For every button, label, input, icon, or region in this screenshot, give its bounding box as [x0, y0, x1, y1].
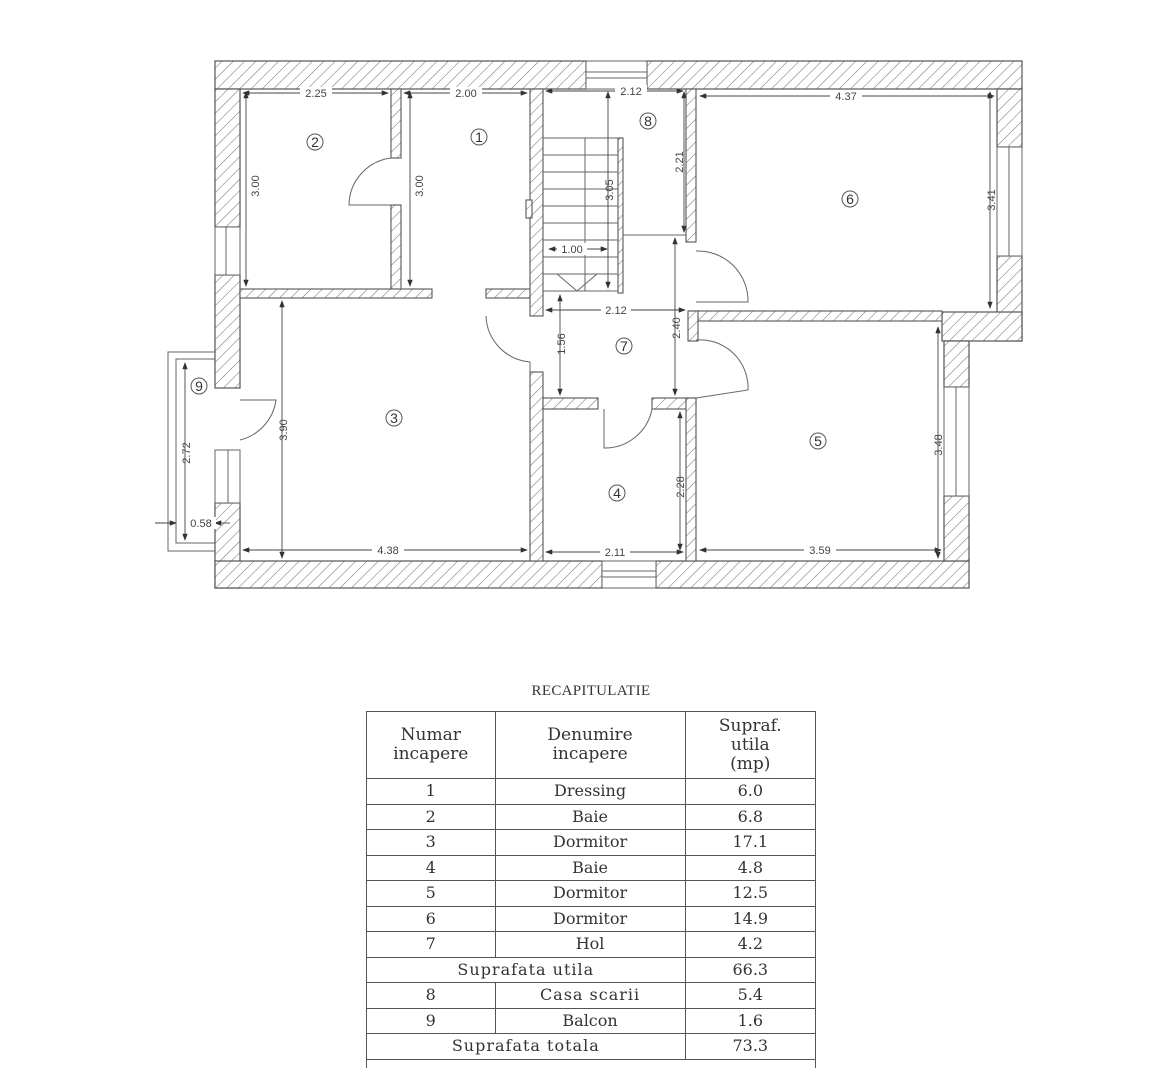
- table-row: 8 Casa scarii 5.4: [366, 982, 817, 1009]
- dim-room8-width: 2.12: [620, 86, 641, 98]
- table-row: 7 Hol 4.2: [366, 931, 817, 958]
- room-number-2: 2: [311, 134, 319, 150]
- room-number-8: 8: [644, 113, 652, 129]
- room-number-3: 3: [390, 410, 398, 426]
- header-area: Supraf. utila (mp): [684, 711, 817, 779]
- dim-room5-width: 3.59: [809, 545, 830, 557]
- dim-room2-width: 2.25: [305, 88, 326, 100]
- dim-hall-height-right: 2.40: [671, 317, 683, 338]
- table-row: 5 Dormitor 12.5: [366, 880, 817, 907]
- table-row: 4 Baie 4.8: [366, 854, 817, 881]
- dim-room1-width: 2.00: [455, 88, 476, 100]
- table-row: 1 Dressing 6.0: [366, 778, 817, 805]
- dimension-lines: [155, 88, 995, 559]
- dimension-labels: 2.25 2.00 2.12 4.37 3.00 3.00 3.05 2.21 …: [181, 85, 998, 559]
- table-row: 9 Balcon 1.6: [366, 1007, 817, 1034]
- dim-hall-height-left: 1.56: [556, 333, 568, 354]
- dim-room4-height: 2.28: [675, 476, 687, 497]
- room-number-6: 6: [846, 191, 854, 207]
- header-room-number: Numar incapere: [366, 711, 496, 779]
- table-row: 2 Baie 6.8: [366, 803, 817, 830]
- room-number-7: 7: [620, 338, 628, 354]
- dim-room6-height: 3.41: [986, 189, 998, 210]
- header-room-name: Denumire incapere: [494, 711, 686, 779]
- room-number-9: 9: [195, 378, 203, 394]
- staircase: [543, 137, 686, 292]
- table-title: RECAPITULATIE: [531, 683, 651, 699]
- dim-balcony-depth: 0.58: [190, 518, 211, 530]
- doors: [239, 157, 749, 449]
- total-label: Suprafata totala: [366, 1033, 686, 1060]
- windows: [214, 60, 1023, 589]
- room-number-4: 4: [613, 485, 621, 501]
- total-value: 73.3: [684, 1033, 817, 1060]
- table-row: 6 Dormitor 14.9: [366, 905, 817, 932]
- dim-room4-width: 2.11: [605, 547, 626, 559]
- dim-room5-height: 3.48: [933, 434, 945, 455]
- table-row: 3 Dormitor 17.1: [366, 829, 817, 856]
- dim-stair-length: 3.05: [604, 179, 616, 200]
- dim-room3-width: 4.38: [377, 545, 398, 557]
- dim-room8-height: 2.21: [674, 151, 686, 172]
- total-row: Suprafata totala 73.3: [366, 1033, 817, 1060]
- balcony: [167, 351, 215, 552]
- table-header-row: Numar incapere Denumire incapere Supraf.…: [366, 711, 817, 779]
- interior-walls: [239, 88, 943, 562]
- table-tail: [366, 1058, 816, 1068]
- dim-room2-height: 3.00: [250, 175, 262, 196]
- dim-hall-width: 2.12: [605, 305, 626, 317]
- dim-room1-height: 3.00: [414, 175, 426, 196]
- outer-walls: [214, 60, 1023, 589]
- room-number-5: 5: [814, 433, 822, 449]
- subtotal-label: Suprafata utila: [366, 956, 686, 983]
- subtotal-value: 66.3: [684, 956, 817, 983]
- dim-room6-width: 4.37: [835, 91, 856, 103]
- room-number-1: 1: [475, 129, 483, 145]
- dim-stair-width: 1.00: [561, 244, 582, 256]
- dim-balcony-length: 2.72: [181, 442, 193, 463]
- dim-room3-height: 3.90: [278, 419, 290, 440]
- area-summary-table: Numar incapere Denumire incapere Supraf.…: [366, 711, 817, 1068]
- room-labels: [190, 112, 859, 502]
- floor-plan: 2.25 2.00 2.12 4.37 3.00 3.00 3.05 2.21 …: [155, 60, 1023, 589]
- subtotal-row: Suprafata utila 66.3: [366, 956, 817, 983]
